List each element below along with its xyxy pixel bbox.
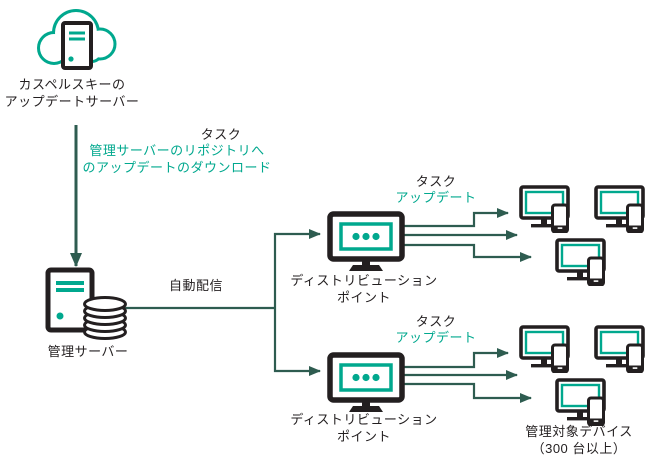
update-server-label: カスペルスキーの アップデートサーバー (0, 76, 147, 110)
dp-bottom-fan-arrow-1 (404, 348, 509, 369)
auto-distribution-label: 自動配信 (168, 278, 223, 293)
monitor-phone-icon (555, 238, 607, 286)
update-task-bottom-title: タスク (415, 314, 457, 329)
dp-top-label-line2: ポイント (336, 290, 391, 305)
managed-devices-label: 管理対象デバイス （300 台以上） (498, 423, 660, 457)
cloud-server-icon (37, 9, 117, 70)
disk-stack (83, 296, 127, 340)
managed-devices-label-line2: （300 台以上） (531, 441, 627, 456)
monitor-phone-icon (555, 378, 607, 426)
update-task-top-title: タスク (415, 174, 457, 189)
download-task-line1: 管理サーバーのリポジトリへ (89, 143, 265, 158)
download-task-description: 管理サーバーのリポジトリへ のアップデートのダウンロード (32, 142, 322, 176)
update-server-label-line1: カスペルスキーの (18, 77, 126, 92)
dp-top-fan-arrow-3 (404, 243, 532, 262)
update-task-top-label: アップデート (395, 190, 477, 205)
admin-server-label: 管理サーバー (47, 344, 129, 359)
monitor-phone-icon (519, 185, 571, 233)
server-database-icon (45, 267, 127, 340)
monitor-phone-icon (519, 325, 571, 373)
download-task-line2: のアップデートのダウンロード (82, 160, 272, 175)
monitor-phone-icon (594, 325, 646, 373)
dp-top-label-line1: ディストリビューション (290, 273, 438, 288)
server-tower (61, 21, 93, 70)
branch-to-dp-bottom-arrow (273, 308, 321, 376)
download-task-title: タスク (200, 127, 242, 142)
monitor-phone-icon (594, 185, 646, 233)
dp-bottom-label-line2: ポイント (336, 429, 391, 444)
dp-top-fan-arrow-1 (404, 208, 509, 228)
dp-bottom-fan-arrow-3 (404, 382, 532, 403)
monitor-dots-icon (327, 352, 405, 413)
dp-top-label: ディストリビューション ポイント (274, 272, 454, 306)
branch-to-dp-top-arrow (273, 229, 321, 308)
monitor-dots-icon (327, 211, 405, 272)
dp-bottom-label-line1: ディストリビューション (290, 412, 438, 427)
update-task-bottom-label: アップデート (395, 330, 477, 345)
managed-devices-label-line1: 管理対象デバイス (525, 424, 633, 439)
update-server-label-line2: アップデートサーバー (4, 94, 140, 109)
dp-bottom-label: ディストリビューション ポイント (274, 411, 454, 445)
